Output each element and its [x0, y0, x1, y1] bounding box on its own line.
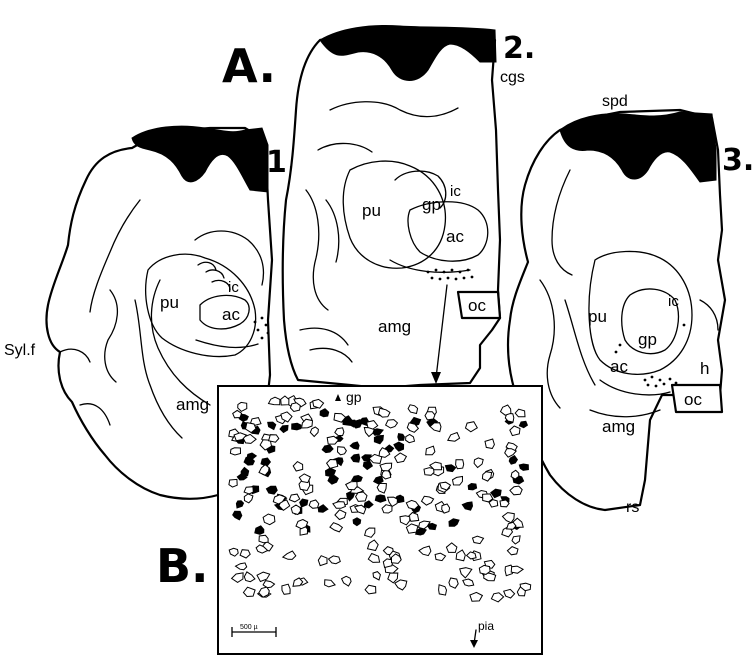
unlabeled-cell [229, 479, 237, 487]
section-3-label-oc: oc [684, 390, 702, 409]
section-2-label-gp: gp [422, 195, 441, 214]
unlabeled-cell [479, 565, 490, 574]
unlabeled-cell [244, 487, 253, 494]
labeled-cell [292, 423, 301, 430]
unlabeled-cell [338, 447, 347, 455]
section-2-label-cgs: cgs [500, 69, 525, 86]
section-3-label-amg: amg [602, 417, 635, 436]
section-2-label-amg: amg [378, 317, 411, 336]
unlabeled-cell [456, 460, 464, 469]
section-1-label-amg: amg [176, 395, 209, 414]
unlabeled-cell [356, 492, 367, 501]
section-2: 2. cgs pu gp ic ac amg oc [283, 26, 536, 388]
inset-label-gp: gp [346, 389, 362, 405]
section-3-label-ic: ic [668, 293, 679, 310]
labeled-cell [468, 484, 476, 490]
section-3: 3. spd pu ic gp ac h oc amg rs [508, 93, 754, 516]
section-1-label-ic: ic [228, 279, 239, 296]
section-2-label-pu: pu [362, 201, 381, 220]
unlabeled-cell [424, 468, 434, 476]
section-2-label-oc: oc [468, 296, 486, 315]
labeled-cell [375, 495, 386, 502]
labeled-cell [398, 434, 405, 441]
unlabeled-cell [442, 504, 450, 513]
unlabeled-cell [290, 403, 300, 412]
section-1-label-sylf: Syl.f [4, 342, 36, 359]
section-2-number: 2. [503, 31, 535, 66]
unlabeled-cell [380, 463, 392, 471]
panel-label-a: A. [222, 39, 276, 93]
section-2-label-ic: ic [450, 183, 461, 200]
section-3-label-spd: spd [602, 93, 628, 110]
section-2-label-ac: ac [446, 227, 464, 246]
inset-scale-label: 500 µ [240, 624, 258, 631]
unlabeled-cell [439, 585, 447, 595]
unlabeled-cell [282, 584, 290, 594]
section-3-number: 3. [722, 143, 754, 178]
section-3-label-pu: pu [588, 307, 607, 326]
panel-label-b: B. [156, 539, 209, 593]
section-1-label-pu: pu [160, 293, 179, 312]
section-3-label-ac: ac [610, 357, 628, 376]
unlabeled-cell [259, 535, 268, 543]
unlabeled-cell [230, 448, 240, 455]
section-3-label-gp: gp [638, 330, 657, 349]
section-1-label-ac: ac [222, 305, 240, 324]
section-3-label-rs: rs [626, 499, 639, 516]
inset-label-pia: pia [478, 619, 494, 633]
unlabeled-cell [425, 412, 435, 420]
section-3-label-h: h [700, 359, 709, 378]
inset-b: gp pia 500 µ [218, 386, 542, 654]
unlabeled-cell [309, 500, 319, 508]
